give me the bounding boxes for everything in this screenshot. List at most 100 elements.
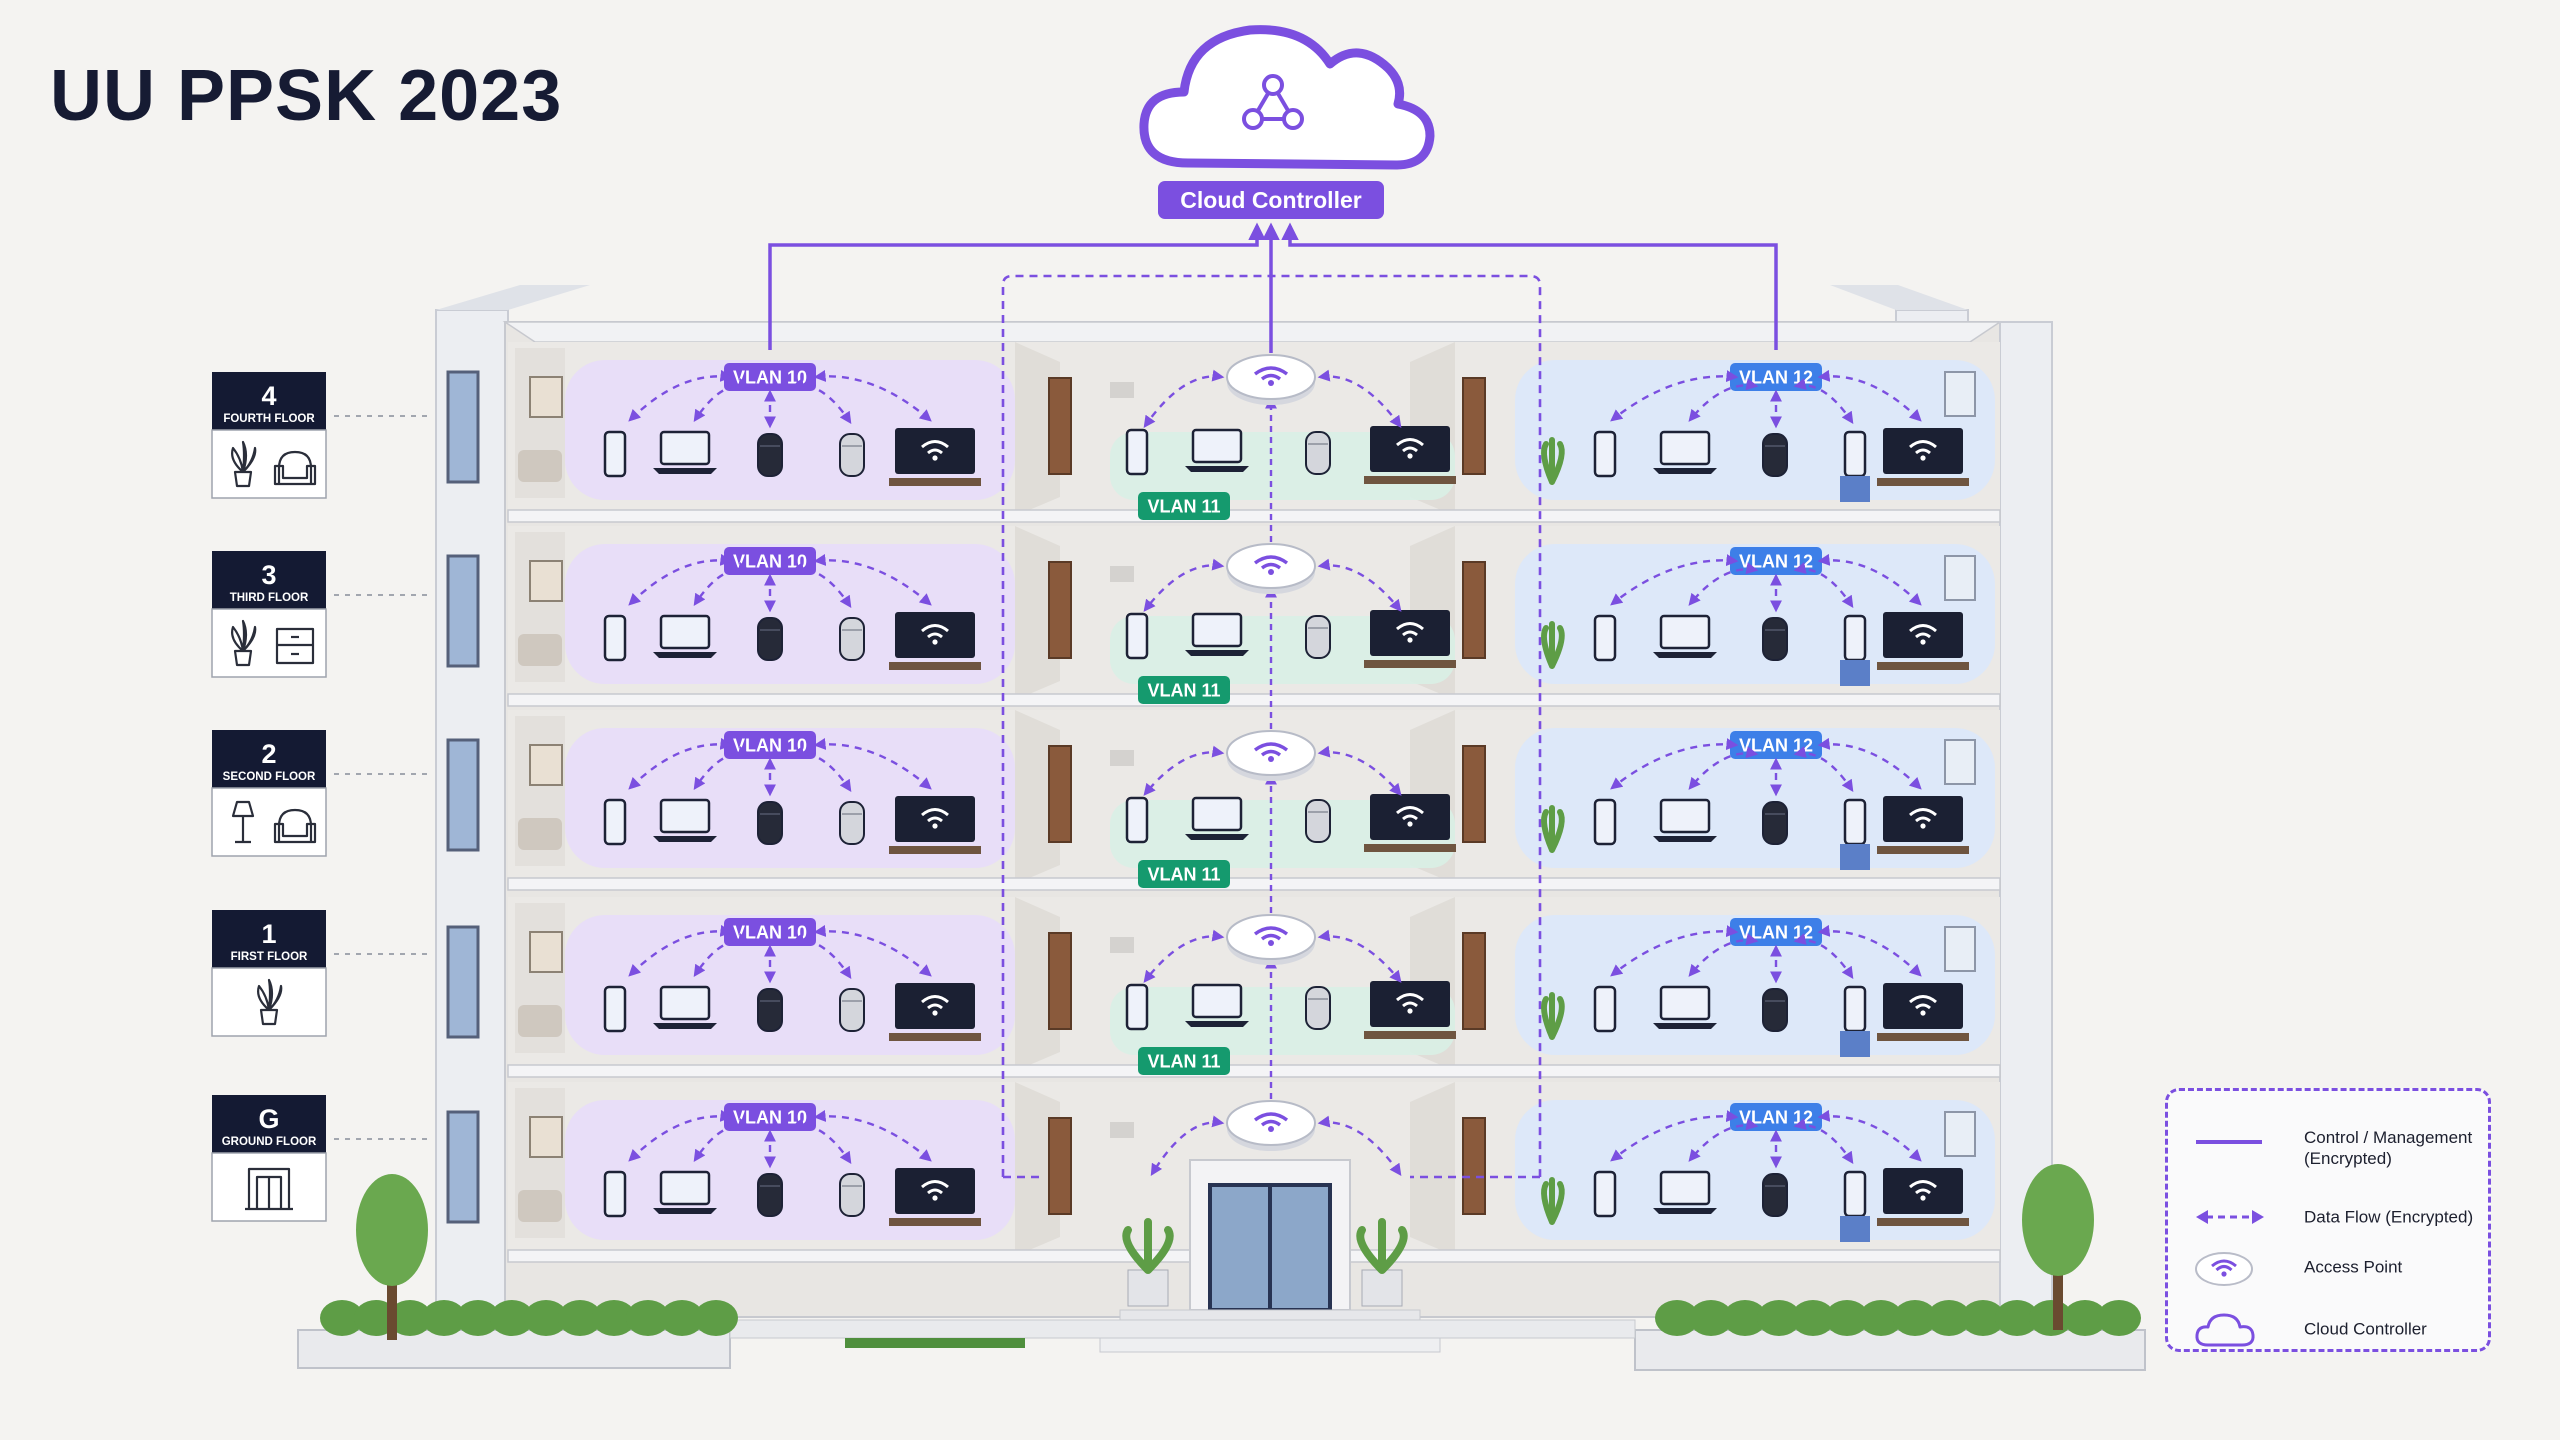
vlan-badge: VLAN 12 bbox=[1730, 1103, 1822, 1131]
sofa bbox=[518, 634, 562, 666]
data-flow-arrow bbox=[693, 1118, 751, 1163]
sofa bbox=[518, 818, 562, 850]
laptop-icon bbox=[1653, 985, 1717, 1029]
laptop-icon bbox=[1185, 612, 1249, 656]
plant-leaves bbox=[1122, 1218, 1174, 1274]
dresser-icon bbox=[275, 627, 315, 665]
phone-icon bbox=[1843, 1170, 1867, 1218]
hedge-bush bbox=[1655, 1300, 1699, 1336]
data-flow-arrow bbox=[1610, 370, 1739, 422]
hedge-bush bbox=[1791, 1300, 1835, 1336]
plant bbox=[1541, 621, 1565, 669]
wall-outlet bbox=[1110, 382, 1134, 398]
plant bbox=[1541, 437, 1565, 485]
phone-icon bbox=[603, 985, 627, 1033]
wifi-icon bbox=[1253, 555, 1289, 565]
wall-outlet bbox=[1110, 937, 1134, 953]
vlan-badge: VLAN 11 bbox=[1138, 1047, 1230, 1075]
smart-tv-icon bbox=[1364, 426, 1456, 484]
phone-icon bbox=[1843, 798, 1867, 846]
door bbox=[1462, 1117, 1486, 1215]
smart-speaker-icon bbox=[757, 801, 783, 845]
legend-label-cloud-controller: Cloud Controller bbox=[2304, 1319, 2427, 1339]
floor-devices: VLAN 10 VLAN 12 bbox=[603, 1100, 1969, 1242]
vlan-badge: VLAN 10 bbox=[724, 1103, 816, 1131]
laptop-icon bbox=[1185, 428, 1249, 472]
smart-speaker-icon bbox=[757, 1173, 783, 1217]
vlan-badge: VLAN 10 bbox=[724, 547, 816, 575]
floor-name: THIRD FLOOR bbox=[230, 592, 309, 604]
phone-icon bbox=[1843, 985, 1867, 1033]
data-flow-arrow bbox=[1610, 738, 1739, 790]
hedge-bush bbox=[558, 1300, 602, 1336]
door bbox=[1048, 377, 1072, 475]
floor-badge bbox=[212, 372, 326, 430]
vlan-badge: VLAN 10 bbox=[724, 918, 816, 946]
tree-crown bbox=[356, 1174, 428, 1286]
hedge-bush bbox=[490, 1300, 534, 1336]
plant bbox=[1541, 992, 1565, 1040]
tree-trunk bbox=[387, 1270, 397, 1340]
phone-icon bbox=[603, 430, 627, 478]
data-flow-arrow bbox=[1317, 745, 1402, 796]
plant bbox=[1541, 805, 1565, 853]
laptop-icon bbox=[1653, 1170, 1717, 1214]
cloud-icon bbox=[1139, 25, 1435, 170]
data-flow-arrow bbox=[1317, 1115, 1402, 1176]
wall-window bbox=[1944, 371, 1976, 417]
data-flow-arrow bbox=[1143, 929, 1225, 983]
laptop-icon bbox=[1185, 983, 1249, 1027]
laptop-icon bbox=[1653, 798, 1717, 842]
laptop-icon bbox=[653, 1170, 717, 1214]
wifi-icon bbox=[1253, 366, 1289, 376]
page-title: UU PPSK 2023 bbox=[50, 56, 563, 136]
wall-picture bbox=[529, 560, 563, 602]
wifi-icon bbox=[1253, 742, 1289, 752]
floor-badge bbox=[212, 730, 326, 788]
side-window bbox=[446, 925, 480, 1039]
vlan-badge: VLAN 10 bbox=[724, 363, 816, 391]
data-flow-arrow bbox=[1688, 1118, 1759, 1162]
hedge-bush bbox=[1757, 1300, 1801, 1336]
plant-icon bbox=[257, 978, 283, 1026]
center-right-wall bbox=[1410, 1082, 1455, 1256]
smart-speaker-icon bbox=[1305, 615, 1331, 659]
door bbox=[1048, 745, 1072, 843]
floor-name: GROUND FLOOR bbox=[222, 1136, 317, 1148]
data-flow-arrow bbox=[1688, 378, 1759, 422]
floor-devices: VLAN 10 VLAN 12 VLAN 11 bbox=[603, 914, 1969, 1075]
vlan-badge-label: VLAN 11 bbox=[1147, 681, 1220, 701]
smart-speaker-icon bbox=[839, 988, 865, 1032]
phone-icon bbox=[1843, 614, 1867, 662]
laptop-icon bbox=[1653, 430, 1717, 474]
controller-label: Cloud Controller bbox=[1180, 187, 1361, 213]
wifi-icon bbox=[1253, 926, 1289, 936]
vlan-badge-bg bbox=[1138, 1047, 1230, 1075]
hedge-bush bbox=[1995, 1300, 2039, 1336]
laptop-icon bbox=[653, 614, 717, 658]
door bbox=[1048, 1117, 1072, 1215]
phone-icon bbox=[1593, 1170, 1617, 1218]
access-point bbox=[1226, 354, 1316, 405]
phone-icon bbox=[1125, 796, 1149, 844]
data-flow-arrow bbox=[813, 738, 932, 790]
door bbox=[1048, 932, 1072, 1030]
vlan-badge: VLAN 12 bbox=[1730, 918, 1822, 946]
side-window bbox=[446, 554, 480, 668]
base bbox=[297, 1164, 2146, 1371]
data-flow-arrow bbox=[813, 554, 932, 606]
smart-speaker-icon bbox=[1762, 1173, 1788, 1217]
wall-outlet bbox=[1110, 566, 1134, 582]
hedge-bush bbox=[1723, 1300, 1767, 1336]
floor-slab bbox=[507, 693, 2001, 707]
hedge-bush bbox=[422, 1300, 466, 1336]
data-flow-arrow bbox=[693, 746, 751, 791]
smart-speaker-icon bbox=[839, 617, 865, 661]
laptop-icon bbox=[1653, 614, 1717, 658]
plant-pot bbox=[1127, 1269, 1169, 1307]
